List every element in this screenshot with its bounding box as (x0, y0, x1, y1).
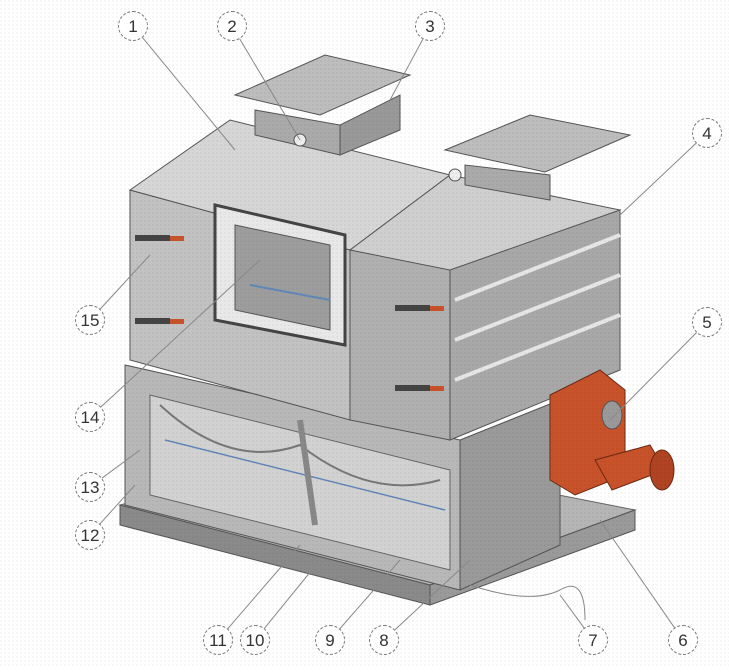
callout-6: 6 (668, 625, 698, 655)
callout-3: 3 (415, 11, 445, 41)
callout-1: 1 (118, 11, 148, 41)
callout-15: 15 (75, 305, 105, 335)
callout-14: 14 (75, 402, 105, 432)
callout-5: 5 (692, 307, 722, 337)
callout-10: 10 (240, 625, 270, 655)
callout-13: 13 (75, 472, 105, 502)
callout-8: 8 (369, 625, 399, 655)
callout-11: 11 (203, 625, 233, 655)
callout-4: 4 (692, 118, 722, 148)
callout-7: 7 (578, 625, 608, 655)
callout-12: 12 (75, 520, 105, 550)
leader-lines (99, 37, 697, 631)
bracket-7 (469, 584, 586, 621)
callout-2: 2 (217, 11, 247, 41)
callout-9: 9 (315, 625, 345, 655)
